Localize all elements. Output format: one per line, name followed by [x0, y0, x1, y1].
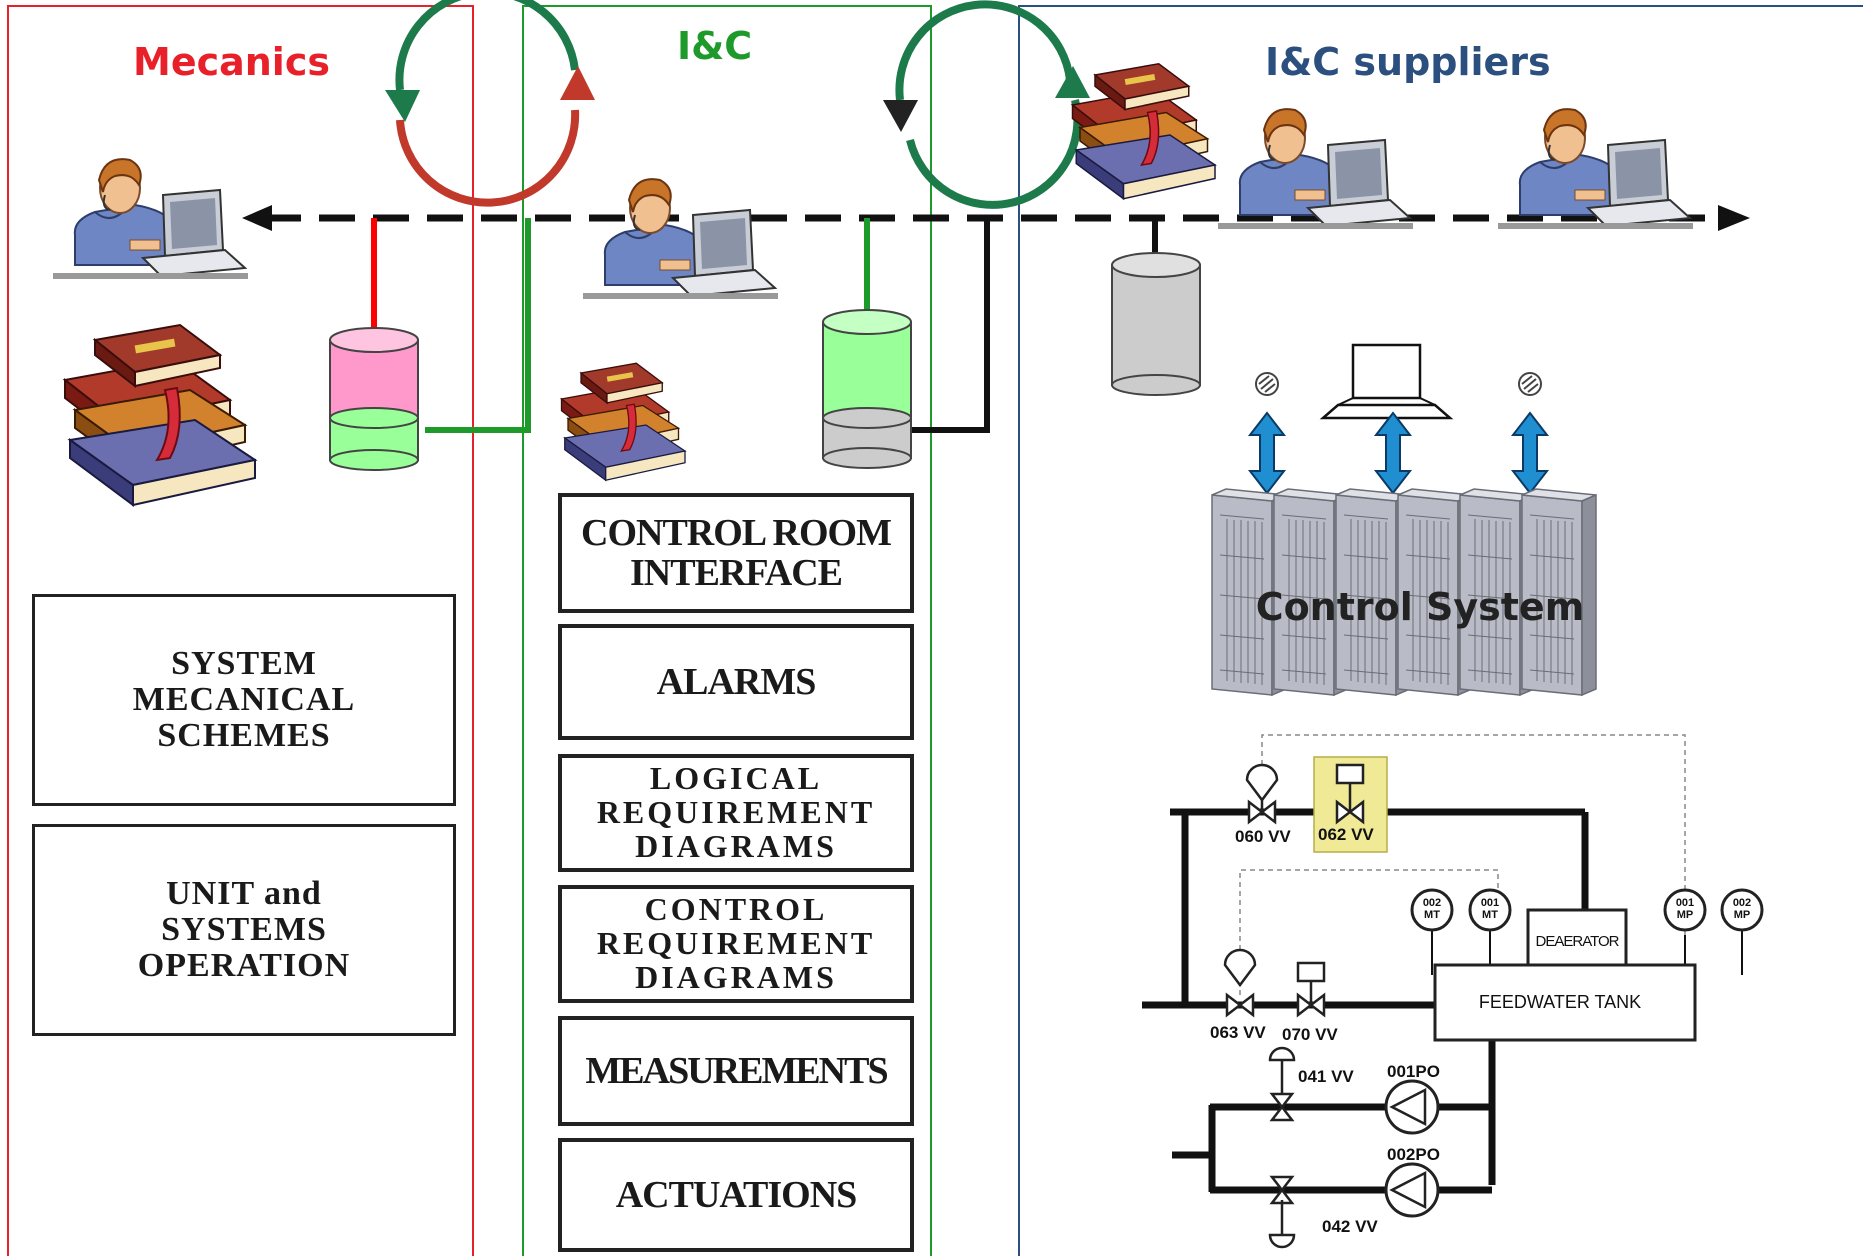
- suppliers-title: I&C suppliers: [1265, 40, 1551, 84]
- instrument-001mp-line2: MP: [1677, 909, 1694, 921]
- engineer-at-computer-icon: [1497, 91, 1694, 233]
- instrument-002mp-line2: MP: [1734, 909, 1751, 921]
- cycle-arrows-icon: [385, 0, 595, 207]
- control-system-label: Control System: [1256, 585, 1585, 629]
- ic-database-icon: [822, 309, 912, 469]
- doc-alarms: ALARMS: [558, 624, 914, 740]
- exchange-arrow-icon: [1249, 412, 1285, 494]
- engineer-at-computer-icon: [52, 141, 249, 283]
- book-stack-icon: [64, 324, 256, 506]
- valve-042-label: 042 VV: [1322, 1217, 1378, 1236]
- doc-system-mechanical-schemes: SYSTEM MECANICAL SCHEMES: [32, 594, 456, 806]
- valve-070-label: 070 VV: [1282, 1025, 1338, 1044]
- mechanics-column-border: [7, 5, 474, 1256]
- doc-measurements: MEASUREMENTS: [558, 1016, 914, 1126]
- instrument-001mt-line2: MT: [1482, 909, 1498, 921]
- engineer-at-computer-icon: [582, 161, 779, 303]
- doc-control-room-interface: CONTROL ROOM INTERFACE: [558, 493, 914, 613]
- exchange-arrow-icon: [1512, 412, 1548, 494]
- mechanics-database-icon: [329, 327, 419, 471]
- valve-063-label: 063 VV: [1210, 1023, 1266, 1042]
- ic-column-border: [522, 5, 932, 1256]
- mechanics-title: Mecanics: [133, 40, 330, 84]
- doc-logical-requirement-diagrams: LOGICAL REQUIREMENT DIAGRAMS: [558, 754, 914, 872]
- doc-unit-systems-operation: UNIT and SYSTEMS OPERATION: [32, 824, 456, 1036]
- instrument-001mt-line1: 001: [1481, 897, 1499, 909]
- engineer-at-computer-icon: [1217, 91, 1414, 233]
- instrument-002mt-line2: MT: [1424, 909, 1440, 921]
- cycle-arrows-icon: [883, 0, 1090, 209]
- exchange-arrow-icon: [1375, 412, 1411, 494]
- pump-001-label: 001PO: [1387, 1062, 1440, 1081]
- suppliers-database-icon: [1111, 252, 1201, 396]
- doc-control-requirement-diagrams: CONTROL REQUIREMENT DIAGRAMS: [558, 885, 914, 1003]
- instrument-001mp-line1: 001: [1676, 897, 1694, 909]
- book-stack-icon: [1071, 63, 1216, 200]
- valve-060-label: 060 VV: [1235, 827, 1291, 846]
- suppliers-column-border: [1018, 5, 1863, 1256]
- deaerator-label: DEAERATOR: [1536, 933, 1620, 950]
- book-stack-icon: [560, 362, 686, 481]
- ic-title: I&C: [677, 24, 753, 68]
- doc-actuations: ACTUATIONS: [558, 1138, 914, 1252]
- laptop-icon: [1319, 343, 1454, 420]
- valve-062-label: 062 VV: [1318, 825, 1374, 844]
- instrument-002mp-line1: 002: [1733, 897, 1751, 909]
- pump-002-label: 002PO: [1387, 1145, 1440, 1164]
- wireless-sensor-icon: [1518, 372, 1542, 396]
- instrument-002mt-line1: 002: [1423, 897, 1441, 909]
- wireless-sensor-icon: [1255, 372, 1279, 396]
- valve-041-label: 041 VV: [1298, 1067, 1354, 1086]
- feedwater-tank-label: FEEDWATER TANK: [1479, 992, 1641, 1012]
